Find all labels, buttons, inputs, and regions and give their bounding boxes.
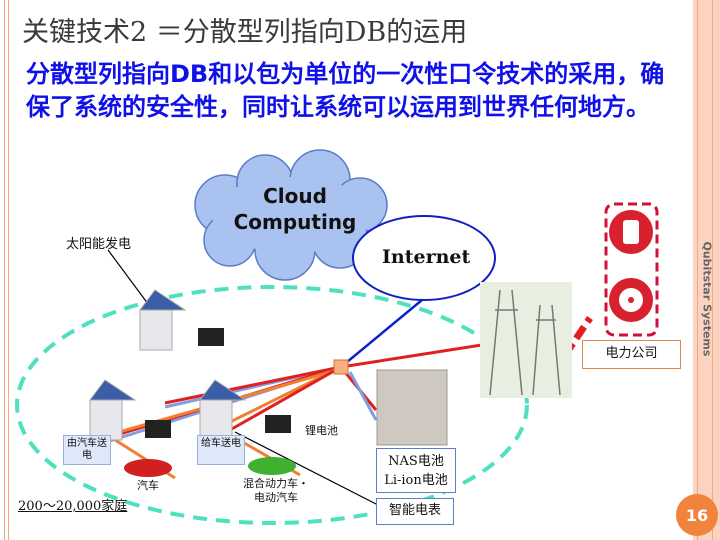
page-number: 16 [676, 494, 718, 536]
power-company-label: 电力公司 [582, 340, 681, 369]
houses [89, 289, 247, 441]
h2v-label: 给车送电 [197, 435, 245, 465]
hybrid-label: 混合动力车・电动汽车 [243, 477, 309, 504]
solar-label: 太阳能发电 [66, 237, 132, 252]
liion-label: Li-ion电池 [384, 473, 448, 488]
brand-label: Qubitstar Systems [701, 242, 714, 357]
divider [712, 0, 713, 540]
divider [8, 0, 9, 540]
transmission-towers [480, 282, 572, 398]
hub-node [333, 359, 349, 375]
slide-title: 关键技术2 ＝分散型列指向DB的运用 [22, 17, 468, 48]
slide-body: 分散型列指向DB和以包为单位的一次性口令技术的采用，确保了系统的安全性，同时让系… [26, 60, 665, 121]
nas-label: NAS电池 [388, 454, 444, 469]
internet-label: Internet [382, 246, 471, 268]
cloud-label-line2: Computing [233, 210, 357, 234]
smart-meter-label: 智能电表 [376, 498, 454, 525]
car-label: 汽车 [137, 479, 159, 492]
cloud-shape [194, 149, 388, 281]
power-sources-box [604, 202, 659, 337]
divider [697, 0, 698, 540]
household-area [15, 285, 529, 525]
battery-cabinet [376, 369, 448, 446]
batteries [145, 328, 291, 438]
households-label: 200〜20,000家庭 [18, 499, 128, 514]
divider [4, 0, 5, 540]
cars [124, 457, 296, 477]
internet-ellipse [352, 215, 496, 301]
v2h-label: 由汽车送电 [63, 435, 111, 465]
lithium-label: 锂电池 [305, 424, 338, 437]
cloud-label-line1: Cloud [263, 184, 327, 208]
